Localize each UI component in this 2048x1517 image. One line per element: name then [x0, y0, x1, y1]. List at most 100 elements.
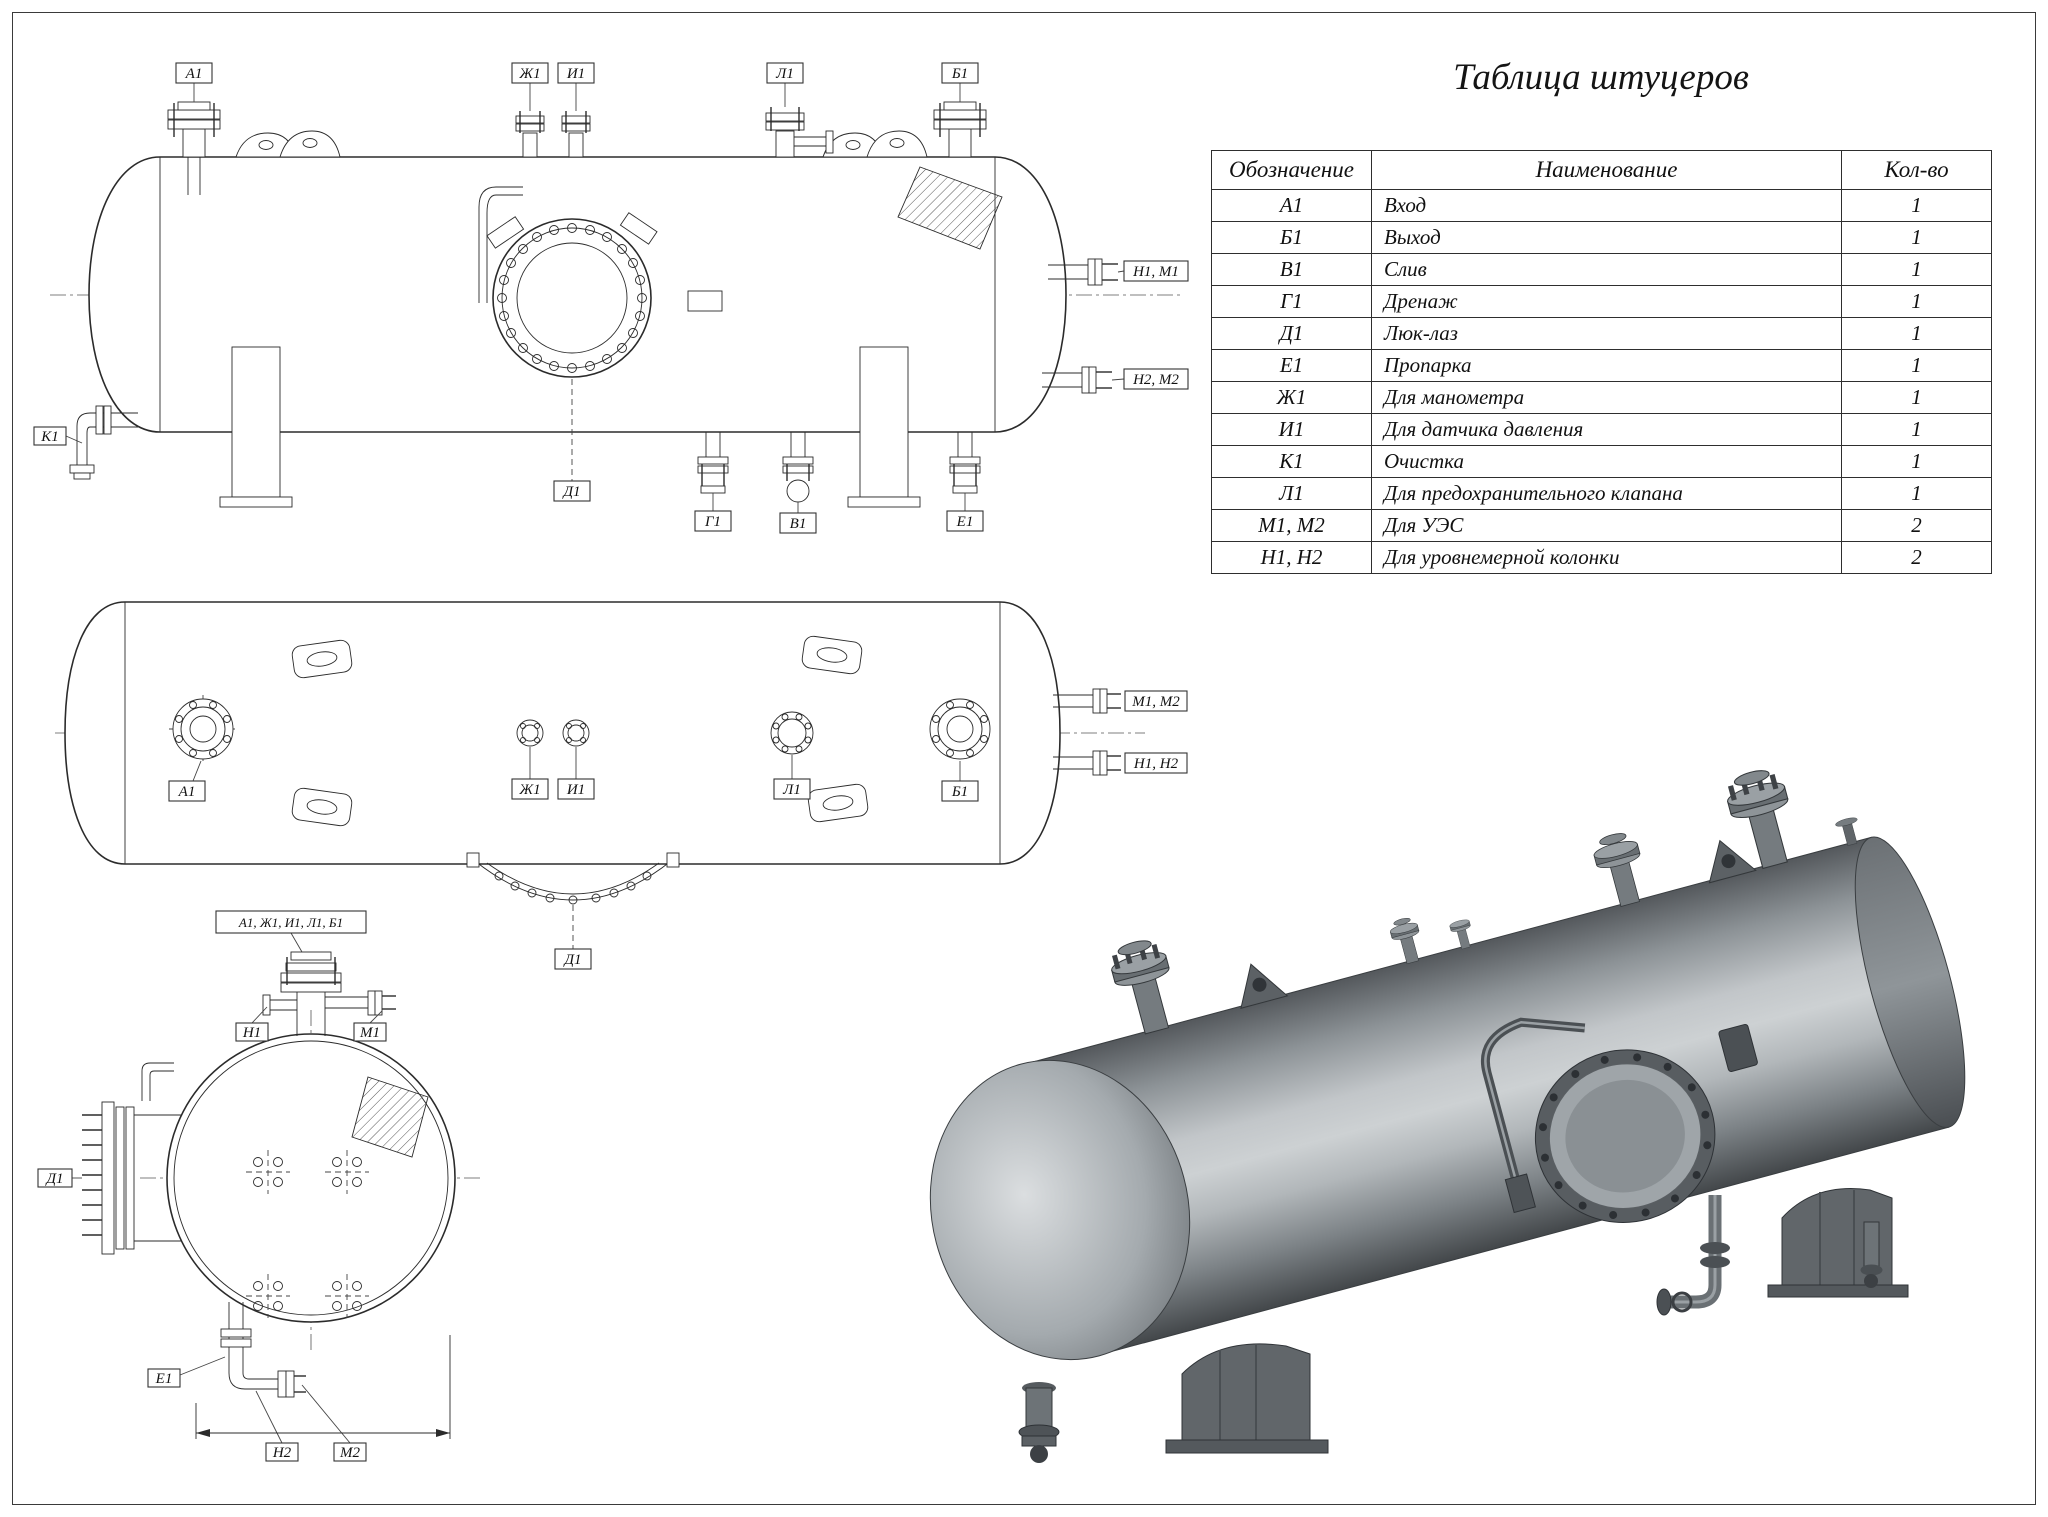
nozzle-a1-plan: А1 [168, 695, 237, 802]
name-cell: Для датчика давления [1371, 413, 1842, 446]
nozzle-e1-end: Е1 [147, 1302, 306, 1398]
name-cell: Пропарка [1371, 349, 1842, 382]
lifting-lug-plan-bl [291, 787, 353, 827]
qty-cell: 1 [1841, 349, 1992, 382]
saddle-3d-left [1165, 1343, 1329, 1454]
callout-m2-group: М2 [301, 1384, 367, 1462]
callout-l1: Л1 [782, 782, 801, 798]
qty-cell: 1 [1841, 221, 1992, 254]
vessel-end-outline [140, 1010, 482, 1350]
manhole-3d [1481, 1017, 1716, 1223]
name-cell: Очистка [1371, 445, 1842, 478]
saddle-3d-right [1767, 1188, 1909, 1298]
nozzle-zh1-side: Ж1 [511, 62, 549, 158]
nozzle-n2-m2-side: Н2, М2 [1042, 366, 1189, 394]
callout-zh1: Ж1 [518, 66, 540, 82]
callout-d1: Д1 [44, 1171, 63, 1187]
callout-a1: А1 [185, 66, 203, 82]
callout-n2-m2: Н2, М2 [1132, 372, 1179, 388]
col-header-designation: Обозначение [1211, 150, 1372, 190]
callout-v1: В1 [790, 516, 807, 532]
nozzle-g1-side: Г1 [694, 432, 732, 532]
designation-cell: Б1 [1211, 221, 1372, 254]
designation-cell: Ж1 [1211, 381, 1372, 414]
face-bolt-group [325, 1150, 369, 1194]
nozzle-i1-plan: И1 [557, 719, 595, 800]
manhole-d1-end: Д1 [37, 1062, 181, 1255]
lifting-lug-plan-tl [291, 639, 353, 679]
designation-cell: А1 [1211, 189, 1372, 222]
qty-cell: 1 [1841, 253, 1992, 286]
nozzle-m1-m2-plan: М1, М2 [1053, 688, 1188, 714]
callout-d1: Д1 [562, 952, 581, 968]
callout-d1: Д1 [561, 484, 580, 500]
callout-n1-m1: Н1, М1 [1132, 264, 1179, 280]
name-cell: Для предохранительного клапана [1371, 477, 1842, 510]
face-bolt-group [246, 1150, 290, 1194]
callout-g1: Г1 [704, 514, 721, 530]
callout-n1-group: Н1 [235, 1006, 269, 1042]
callout-n1-n2: Н1, Н2 [1133, 756, 1179, 772]
nozzle-l1-side: Л1 [765, 62, 834, 158]
lifting-lug-3d-left [1240, 963, 1289, 1009]
nozzle-table-title: Таблица штуцеров [1453, 57, 1749, 98]
name-cell: Вход [1371, 189, 1842, 222]
callout-cluster: А1, Ж1, И1, Л1, Б1 [238, 915, 343, 930]
name-cell: Слив [1371, 253, 1842, 286]
qty-cell: 1 [1841, 317, 1992, 350]
nozzle-cluster-end [262, 951, 396, 1036]
flange-3d-b1 [1727, 770, 1789, 870]
callout-l1: Л1 [775, 66, 794, 82]
callout-box [553, 480, 591, 502]
lifting-lug-3d-right [1708, 839, 1757, 884]
nozzle-l1-plan: Л1 [770, 711, 814, 800]
qty-cell: 1 [1841, 445, 1992, 478]
table-header-row: Обозначение Наименование Кол-во [1211, 150, 1992, 190]
nozzle-b1-plan: Б1 [929, 698, 991, 802]
designation-cell: Л1 [1211, 477, 1372, 510]
nozzle-a1-side: А1 [167, 62, 221, 195]
qty-cell: 1 [1841, 413, 1992, 446]
qty-cell: 1 [1841, 285, 1992, 318]
manhole-d1-side: Д1 [486, 212, 658, 502]
callout-n2-group: Н2 [255, 1390, 299, 1462]
callout-n2: Н2 [272, 1445, 292, 1461]
reinforcement-pad-end [351, 1076, 429, 1158]
callout-cluster-group: А1, Ж1, И1, Л1, Б1 [215, 910, 367, 953]
manhole-d1-plan: Д1 [466, 852, 680, 970]
designation-cell: В1 [1211, 253, 1372, 286]
designation-cell: Г1 [1211, 285, 1372, 318]
callout-i1: И1 [566, 66, 585, 82]
callout-b1: Б1 [951, 784, 968, 800]
face-bolt-group [325, 1274, 369, 1318]
callout-zh1: Ж1 [518, 782, 540, 798]
designation-cell: И1 [1211, 413, 1372, 446]
callout-i1: И1 [566, 782, 585, 798]
flange-3d-far-stub [1835, 817, 1858, 846]
nozzle-n1-n2-plan: Н1, Н2 [1053, 750, 1188, 776]
nozzle-v1-side: В1 [779, 432, 817, 534]
name-cell: Выход [1371, 221, 1842, 254]
col-header-name: Наименование [1371, 150, 1842, 190]
name-cell: Для манометра [1371, 381, 1842, 414]
nozzle-e1-side: Е1 [946, 432, 984, 532]
lifting-lug-plan-tr [801, 635, 863, 675]
callout-m1-m2: М1, М2 [1131, 694, 1180, 710]
flange-3d-zh1 [1390, 917, 1420, 965]
callout-e1: Е1 [155, 1371, 173, 1387]
saddle-support-left [219, 346, 293, 508]
qty-cell: 1 [1841, 189, 1992, 222]
dimension-line [195, 1335, 451, 1439]
face-bolt-group [246, 1274, 290, 1318]
